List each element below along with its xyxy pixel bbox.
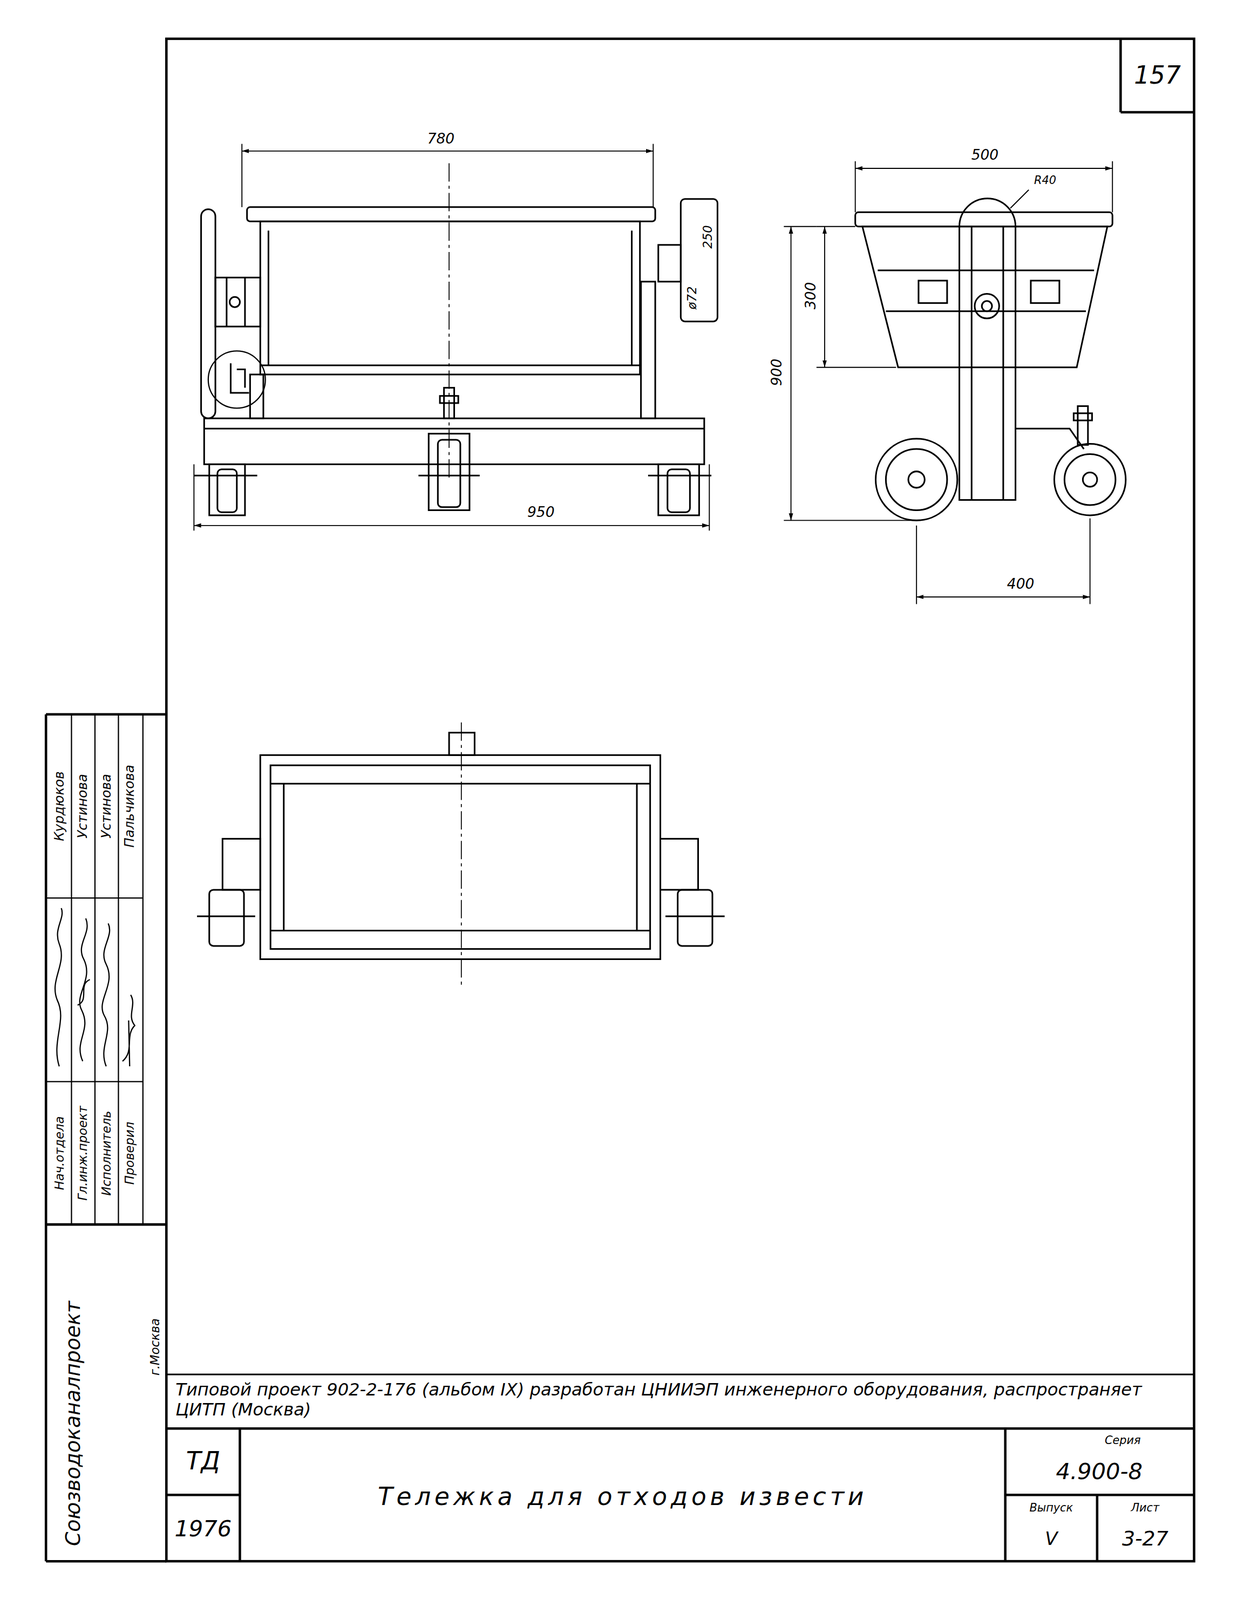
city-label: г.Москва xyxy=(147,1318,162,1376)
stamp-year: 1976 xyxy=(174,1516,232,1542)
dimension-label: 950 xyxy=(527,504,555,521)
dimension-label: R40 xyxy=(1034,174,1057,188)
dimension-label: 500 xyxy=(971,146,999,163)
dimension-label: 300 xyxy=(801,282,819,310)
dimension-label: 900 xyxy=(768,358,785,387)
page-number: 157 xyxy=(1133,61,1181,90)
role-cell: Нач.отдела xyxy=(52,1116,67,1191)
role-cell: Гл.инж.проект xyxy=(75,1105,90,1201)
issue-number: V xyxy=(1044,1528,1058,1550)
series-number: 4.900-8 xyxy=(1055,1458,1143,1485)
name-cell: Курдюков xyxy=(51,771,67,842)
role-cell: Проверил xyxy=(122,1122,137,1185)
role-cell: Исполнитель xyxy=(99,1110,114,1196)
name-cell: Устинова xyxy=(75,773,91,839)
issue-heading: Выпуск xyxy=(1029,1501,1074,1515)
series-heading: Серия xyxy=(1104,1434,1141,1448)
drawing-title: Тележка для отходов извести xyxy=(377,1483,868,1512)
project-note: Типовой проект 902-2-176 (альбом IX) раз… xyxy=(175,1380,1186,1420)
stamp-code: ТД xyxy=(186,1447,221,1476)
name-cell: Пальчикова xyxy=(121,764,138,848)
name-cell: Устинова xyxy=(98,773,114,839)
dimension-label: 780 xyxy=(427,130,455,147)
dimension-label: 400 xyxy=(1007,575,1035,592)
dimension-label: 250 xyxy=(699,225,715,249)
sheet-heading: Лист xyxy=(1130,1501,1160,1515)
organization-name: Союзводоканалпроект xyxy=(61,1301,86,1547)
sheet-number: 3-27 xyxy=(1122,1527,1169,1552)
dimension-label: ø72 xyxy=(684,286,699,310)
